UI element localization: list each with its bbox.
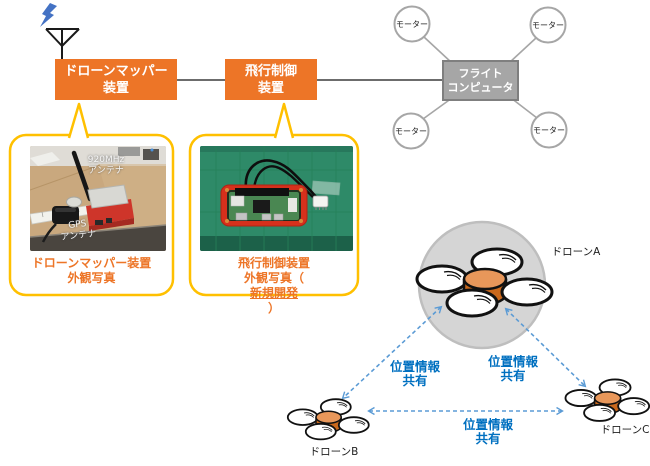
coin <box>66 196 82 208</box>
cable-connector <box>312 195 329 208</box>
motor-link-lines <box>422 36 538 120</box>
antenna-icon <box>45 28 80 60</box>
share-arrow-a-b <box>343 307 441 398</box>
share-arrow-a-c <box>506 309 585 386</box>
callout-tail-controller <box>273 102 295 139</box>
device-gray-top <box>87 184 129 209</box>
drone-mapper-rect <box>55 59 177 100</box>
share-arrows <box>343 307 585 411</box>
quadcopter-c <box>565 379 649 421</box>
flight-control-rect <box>225 59 317 100</box>
motor-nodes <box>392 5 568 150</box>
callout-tail-mapper <box>67 102 90 139</box>
gps-cable <box>41 223 57 243</box>
lightning-icon <box>40 3 57 27</box>
flight-computer-rect <box>442 60 519 101</box>
antenna-rod <box>71 150 93 202</box>
cable-1 <box>244 159 319 200</box>
quadcopter-b <box>288 399 369 439</box>
pin-header <box>235 188 289 196</box>
photo-flight-controller <box>200 146 353 251</box>
photo-drone-mapper <box>30 146 166 251</box>
tape-piece <box>311 180 341 196</box>
